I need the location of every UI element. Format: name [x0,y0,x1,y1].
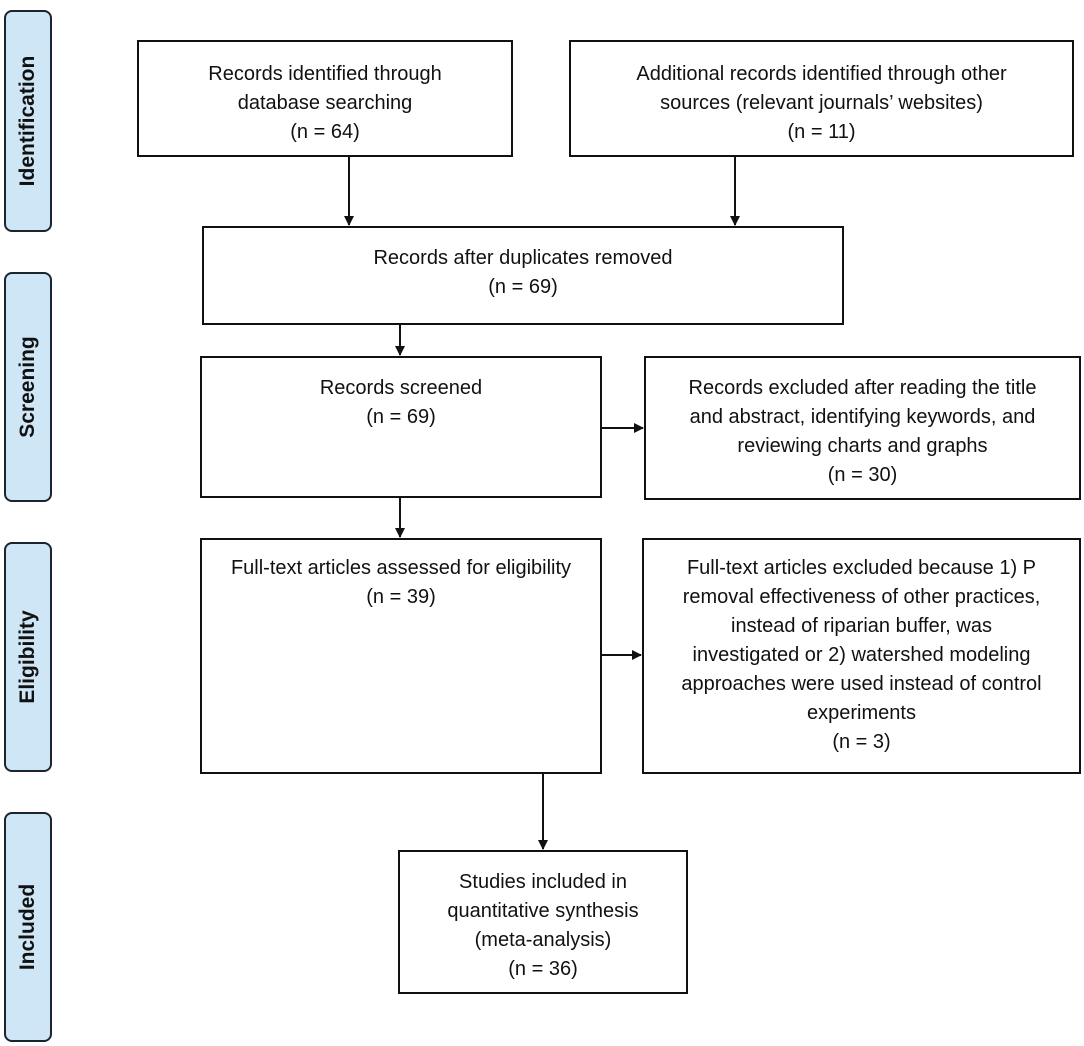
box-other-sources: Additional records identified through ot… [569,40,1074,157]
box-duplicates-removed: Records after duplicates removed (n = 69… [202,226,844,325]
box-records-screened: Records screened (n = 69) [200,356,602,498]
box-fulltext-excluded: Full-text articles excluded because 1) P… [642,538,1081,774]
phase-screening: Screening [4,272,52,502]
box-records-excluded-screening: Records excluded after reading the title… [644,356,1081,500]
phase-eligibility: Eligibility [4,542,52,772]
box-studies-included: Studies included in quantitative synthes… [398,850,688,994]
box-database-records: Records identified through database sear… [137,40,513,157]
box-fulltext-assessed: Full-text articles assessed for eligibil… [200,538,602,774]
phase-identification: Identification [4,10,52,232]
phase-included: Included [4,812,52,1042]
